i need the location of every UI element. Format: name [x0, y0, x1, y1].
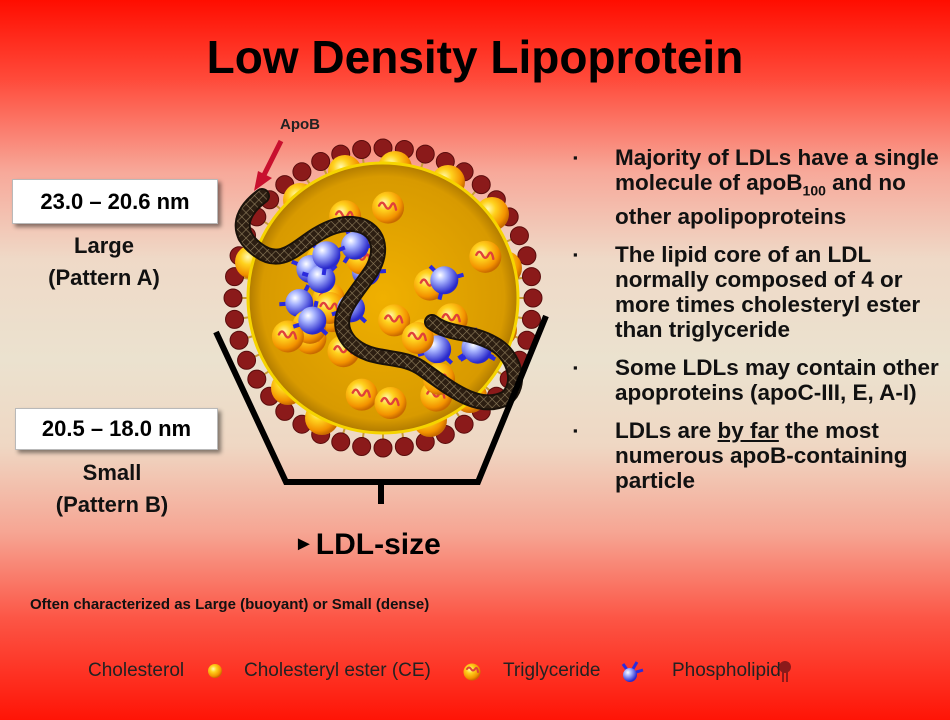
bullet-mark: ▪ — [573, 246, 578, 262]
size-scale-bracket — [213, 314, 549, 485]
triglyceride — [341, 227, 376, 264]
legend-label-triglyceride: Triglyceride — [503, 660, 601, 681]
fact-item: ▪ Majority of LDLs have a single molecul… — [573, 145, 939, 229]
bullet-mark: ▪ — [573, 150, 578, 165]
cholesteryl-ester — [345, 378, 378, 411]
cholesteryl-ester — [374, 387, 407, 420]
phospholipid — [499, 226, 529, 246]
phospholipid — [223, 288, 255, 308]
legend-label-phospholipid: Phospholipid — [672, 660, 781, 681]
triglyceride-icon — [621, 661, 644, 682]
triglyceride — [428, 264, 465, 301]
legend-label-cholesterol: Cholesterol — [88, 660, 185, 681]
cholesteryl-ester — [378, 304, 411, 337]
small-label: Small — [82, 460, 142, 485]
cholesteryl-ester — [401, 321, 434, 354]
cholesteryl-ester — [271, 320, 304, 353]
size-box-small: 20.5 – 18.0 nm — [15, 408, 218, 450]
fact-item: ▪ The lipid core of an LDL normally comp… — [573, 241, 921, 342]
large-pattern-label: Large (Pattern A) — [14, 230, 194, 294]
fact-list: ▪ Majority of LDLs have a single molecul… — [571, 145, 946, 506]
ldl-size-label: ►LDL-size — [294, 528, 441, 561]
apob-arrow — [254, 139, 284, 191]
bullet-mark: ▪ — [573, 422, 578, 438]
triglyceride — [292, 300, 329, 336]
cholesteryl-ester-icon — [463, 663, 481, 681]
large-label: Large — [74, 233, 134, 258]
bullet-mark: ▪ — [573, 359, 578, 375]
small-pattern-label: Small (Pattern B) — [22, 457, 202, 521]
cholesterol-icon — [208, 664, 222, 678]
fact-item: ▪ LDLs are by far the most numerous apoB… — [573, 417, 908, 493]
pattern-b-label: (Pattern B) — [55, 492, 169, 517]
apob-label: ApoB — [280, 116, 320, 133]
legend-label-cholesteryl-ester: Cholesteryl ester (CE) — [244, 660, 431, 681]
footnote: Often characterized as Large (buoyant) o… — [30, 596, 430, 613]
size-box-large: 23.0 – 20.6 nm — [12, 179, 218, 224]
page-title: Low Density Lipoprotein — [206, 31, 744, 83]
phospholipid-icon — [779, 661, 791, 682]
triangle-pointer-icon: ► — [294, 533, 314, 555]
legend: Cholesterol Cholesteryl ester (CE) Trigl… — [0, 658, 950, 686]
apob-ribbon — [236, 190, 521, 409]
phospholipid — [509, 309, 541, 329]
cholesteryl-ester — [372, 191, 405, 224]
cholesteryl-ester — [469, 240, 502, 273]
phospholipid — [373, 426, 393, 458]
pattern-a-label: (Pattern A) — [48, 265, 160, 290]
phospholipid — [352, 424, 372, 456]
fact-item: ▪ Some LDLs may contain other apoprotein… — [573, 354, 939, 405]
